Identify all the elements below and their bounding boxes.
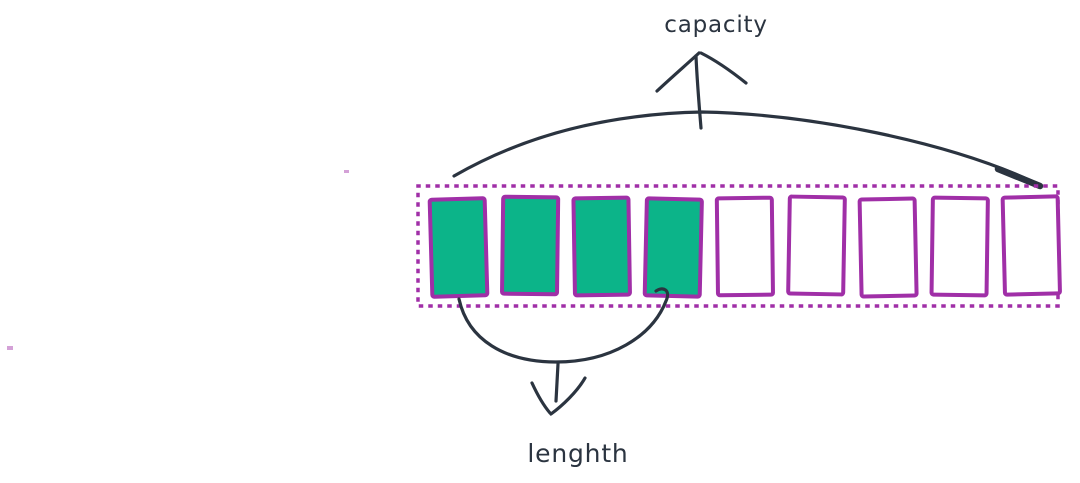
stray-mark — [7, 346, 13, 350]
array-cell-filled — [642, 196, 704, 299]
capacity-brace-arc — [452, 110, 1040, 186]
length-brace-arc — [457, 287, 670, 364]
length-arrow-head — [530, 376, 587, 416]
array-cell-filled — [571, 195, 632, 298]
capacity-label: capacity — [664, 12, 768, 38]
array-cell-filled — [427, 196, 490, 299]
capacity-arrow-head — [655, 51, 748, 93]
array-cell-empty — [929, 195, 990, 298]
capacity-arrow-stem — [694, 54, 703, 130]
length-label: lenghth — [527, 439, 629, 468]
array-cell-empty — [1000, 194, 1062, 297]
stray-mark — [344, 170, 349, 173]
array-cell-filled — [500, 194, 561, 297]
array-cell-empty — [857, 196, 919, 299]
capacity-brace-arc-end — [994, 165, 1044, 190]
array-cells — [427, 194, 1062, 299]
array-cell-empty — [786, 194, 847, 297]
length-arrow-stem — [554, 362, 560, 403]
array-cell-empty — [714, 195, 775, 298]
